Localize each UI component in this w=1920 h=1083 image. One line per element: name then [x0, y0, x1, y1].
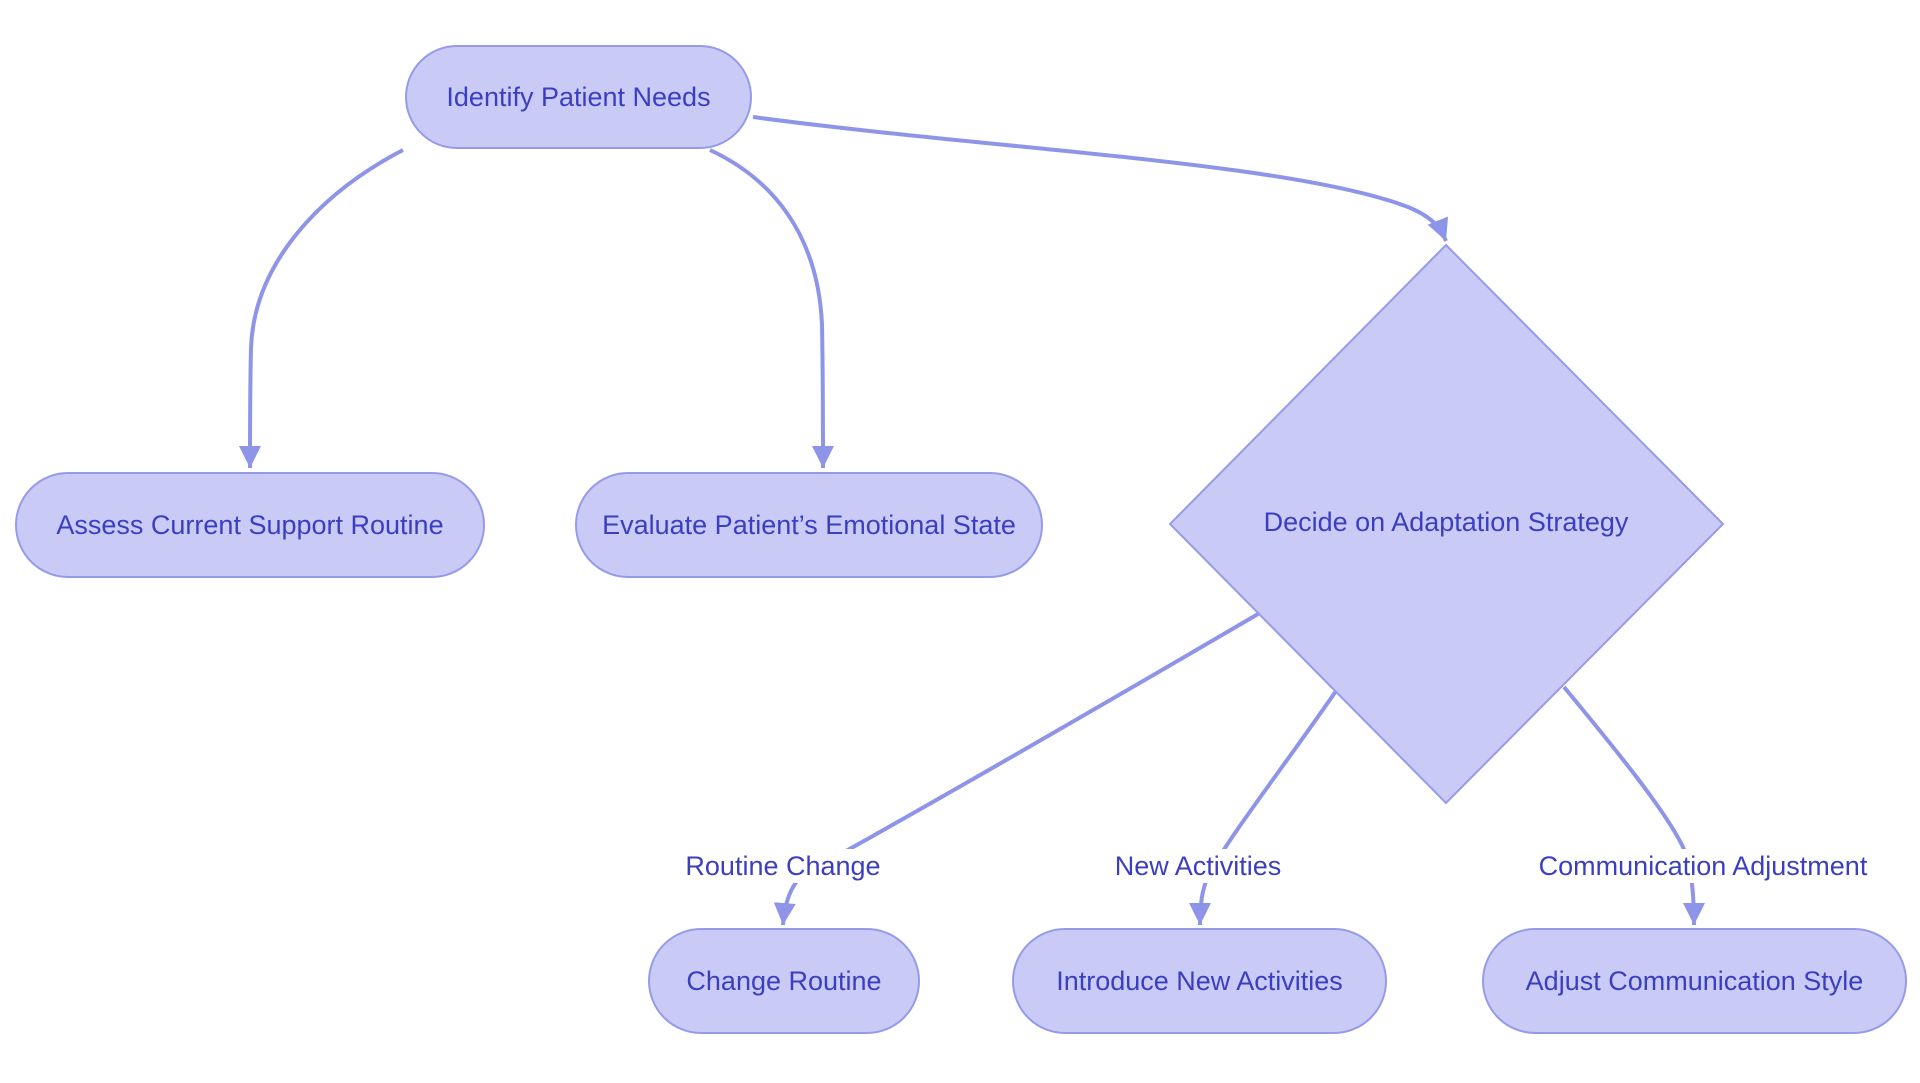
node-adjust-communication-style-label: Adjust Communication Style — [1525, 965, 1864, 996]
edge-decide-to-adjust-communication — [1562, 685, 1705, 926]
edge-decide-to-introduce-activities — [1189, 689, 1338, 926]
node-change-routine-label: Change Routine — [686, 965, 882, 996]
edge-identify-to-assess — [239, 148, 404, 469]
node-decide-label: Decide on Adaptation Strategy — [1263, 507, 1629, 537]
node-assess-current-support-routine: Assess Current Support Routine — [15, 472, 485, 578]
node-evaluate-emotional-state-label: Evaluate Patient’s Emotional State — [602, 509, 1016, 540]
edge-identify-to-evaluate — [709, 148, 834, 469]
edge-label-routine-change: Routine Change — [677, 849, 889, 883]
node-identify-patient-needs-label: Identify Patient Needs — [446, 81, 711, 112]
edge-label-new-activities: New Activities — [1106, 849, 1290, 883]
edge-identify-to-decide — [752, 115, 1449, 242]
node-evaluate-emotional-state: Evaluate Patient’s Emotional State — [575, 472, 1043, 578]
node-decide-shape — [1168, 243, 1725, 805]
node-identify-patient-needs: Identify Patient Needs — [405, 45, 752, 149]
node-introduce-new-activities: Introduce New Activities — [1012, 928, 1387, 1034]
edge-label-communication-adjustment: Communication Adjustment — [1530, 849, 1876, 883]
node-adjust-communication-style: Adjust Communication Style — [1482, 928, 1907, 1034]
node-introduce-new-activities-label: Introduce New Activities — [1056, 965, 1343, 996]
node-change-routine: Change Routine — [648, 928, 920, 1034]
edge-decide-to-change-routine — [773, 612, 1260, 926]
node-assess-current-support-routine-label: Assess Current Support Routine — [56, 509, 444, 540]
